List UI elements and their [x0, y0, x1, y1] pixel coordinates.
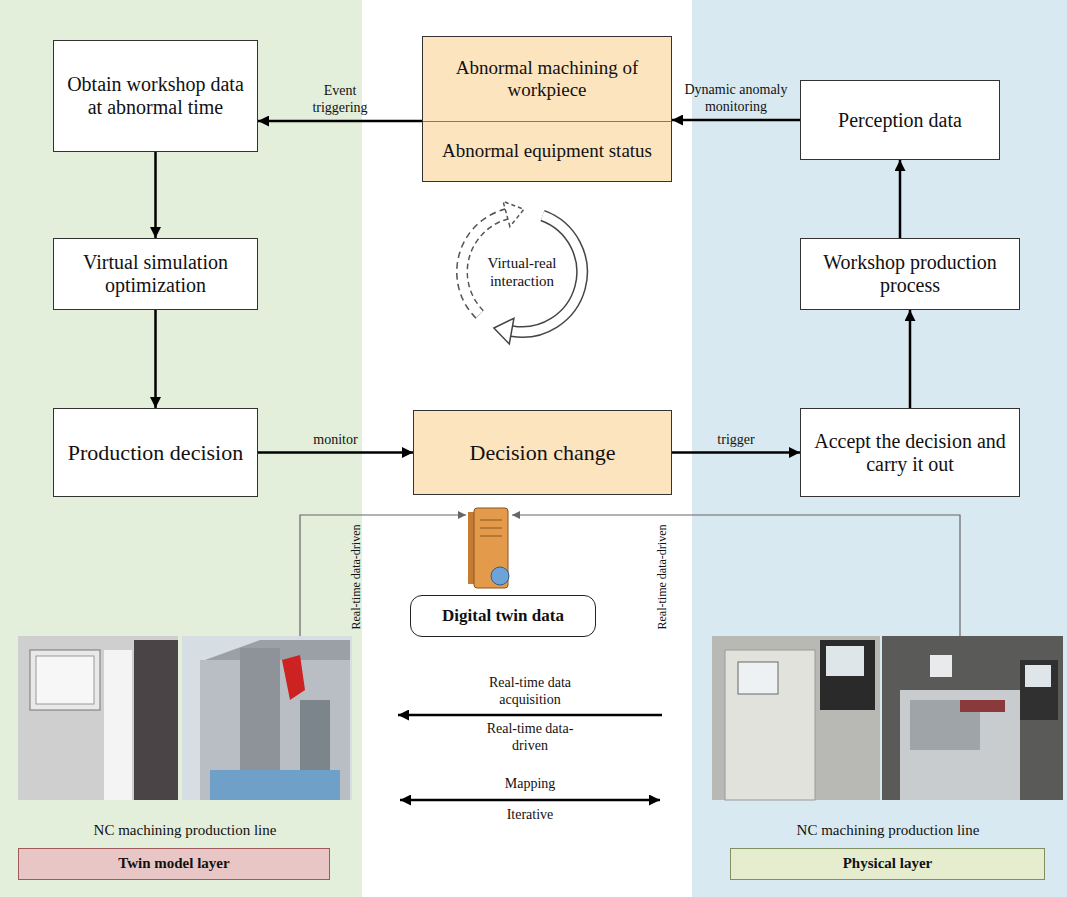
illustration-part [930, 655, 952, 677]
node-text: Abnormal equipment status [423, 121, 671, 181]
illustration-part [960, 700, 1005, 712]
flow-arrow [154, 152, 157, 238]
illustration-part [474, 508, 508, 588]
edge-label: Dynamic anomaly monitoring [680, 82, 792, 116]
flow-label: Real-time data acquisition [475, 675, 585, 709]
illustration-part [712, 636, 880, 800]
virtual-real-cycle [462, 201, 582, 344]
illustration-part [480, 520, 502, 521]
flow-arrow [258, 451, 413, 454]
node-text: Abnormal machining of workpiece [423, 37, 671, 121]
illustration-part [210, 770, 340, 800]
decision-box: Decision change [413, 410, 672, 495]
process-box: Production decision [53, 408, 258, 497]
twin-illustration [18, 636, 352, 800]
illustration-part [1020, 660, 1058, 720]
process-box: Virtual simulation optimization [53, 238, 258, 310]
physical-panel [692, 0, 1067, 897]
flow-arrow [258, 120, 422, 123]
edge-label: Event triggering [300, 83, 380, 117]
flow-arrow [899, 160, 902, 238]
process-box: Workshop production process [800, 238, 1020, 310]
illustration-part [182, 636, 352, 800]
server-icon [468, 508, 509, 588]
flow-arrow [909, 310, 912, 408]
layer-bar: Physical layer [730, 848, 1045, 880]
illustration-part [300, 700, 330, 780]
illustration-part [18, 636, 178, 800]
twin-panel [0, 0, 362, 897]
node-text: Obtain workshop data at abnormal time [62, 73, 249, 119]
flow-label: Mapping [505, 776, 556, 793]
illustration-part [882, 636, 1063, 800]
data-store-box: Digital twin data [410, 595, 596, 637]
mapping-arrow [400, 799, 660, 802]
layer-bar: Twin model layer [18, 848, 330, 880]
node-text: Twin model layer [118, 855, 229, 872]
illustration-part [820, 640, 875, 710]
node-text: Digital twin data [442, 606, 564, 626]
node-text: Workshop production process [809, 251, 1011, 297]
process-box: Obtain workshop data at abnormal time [53, 40, 258, 152]
event-box: Abnormal machining of workpieceAbnormal … [422, 36, 672, 182]
illustration-part [503, 201, 524, 226]
caption-label: NC machining production line [94, 821, 277, 839]
illustration-part [738, 662, 778, 694]
illustration-part [134, 640, 178, 800]
caption-label: NC machining production line [797, 821, 980, 839]
edge-label: trigger [696, 432, 776, 449]
cycle-label: Virtual-real interaction [472, 254, 572, 290]
physical-photo [712, 636, 1063, 800]
flow-label: Real-time data-driven [655, 525, 669, 630]
illustration-part [36, 656, 94, 704]
illustration-part [480, 528, 502, 529]
flow-label: Iterative [507, 807, 554, 824]
illustration-part [494, 318, 514, 344]
illustration-part [900, 690, 1020, 800]
edge-label: monitor [296, 432, 376, 449]
illustration-part [282, 655, 305, 700]
acquisition-arrow [398, 714, 662, 717]
flow-arrow [154, 310, 157, 408]
illustration-part [826, 646, 864, 676]
flow-arrow [672, 451, 800, 454]
illustration-part [30, 650, 100, 710]
illustration-part [480, 536, 502, 537]
illustration-part [104, 650, 132, 800]
illustration-part [725, 650, 815, 800]
node-text: Virtual simulation optimization [62, 251, 249, 297]
flow-label: Real-time data-driven [349, 525, 363, 630]
illustration-part [1025, 665, 1051, 687]
process-box: Perception data [800, 80, 1000, 160]
flow-label: Real-time data-driven [485, 721, 575, 755]
node-text: Accept the decision and carry it out [809, 430, 1011, 476]
illustration-part [491, 567, 509, 585]
node-text: Physical layer [843, 855, 933, 872]
flow-arrow [672, 119, 800, 122]
node-text: Perception data [838, 109, 962, 132]
node-text: Production decision [68, 440, 243, 465]
node-text: Decision change [470, 440, 616, 465]
process-box: Accept the decision and carry it out [800, 408, 1020, 497]
